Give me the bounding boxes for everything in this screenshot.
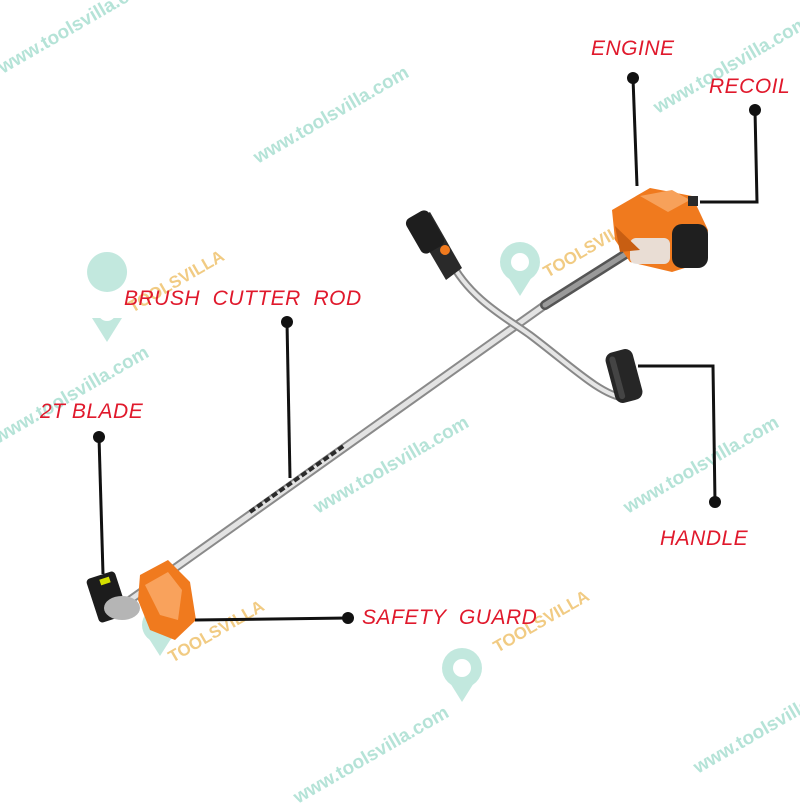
brush-cutter-rod: [125, 240, 645, 605]
map-pin-icon: [442, 648, 482, 702]
label-safety-guard: SAFETY GUARD: [362, 606, 538, 629]
leader-recoil: [700, 109, 759, 204]
leader-dot: [342, 612, 354, 624]
map-pin-icon: [87, 252, 128, 342]
leader-engine: [631, 77, 639, 187]
leader-blade: [97, 436, 105, 575]
label-2t-blade: 2T BLADE: [40, 400, 144, 423]
label-recoil: RECOIL: [709, 75, 791, 98]
leader-rod: [285, 321, 292, 479]
leader-guard: [194, 616, 349, 622]
leader-dot: [627, 72, 639, 84]
leader-dot: [749, 104, 761, 116]
handlebar: [405, 210, 643, 403]
label-brush-cutter-rod: BRUSH CUTTER ROD: [124, 287, 362, 310]
engine: [612, 188, 708, 272]
leader-dot: [709, 496, 721, 508]
label-engine: ENGINE: [591, 37, 675, 60]
leader-dot: [281, 316, 293, 328]
label-handle: HANDLE: [660, 527, 749, 550]
leader-dot: [93, 431, 105, 443]
leader-handle: [638, 364, 717, 503]
cutter-head: [86, 560, 196, 640]
map-pin-icon: [500, 242, 540, 296]
